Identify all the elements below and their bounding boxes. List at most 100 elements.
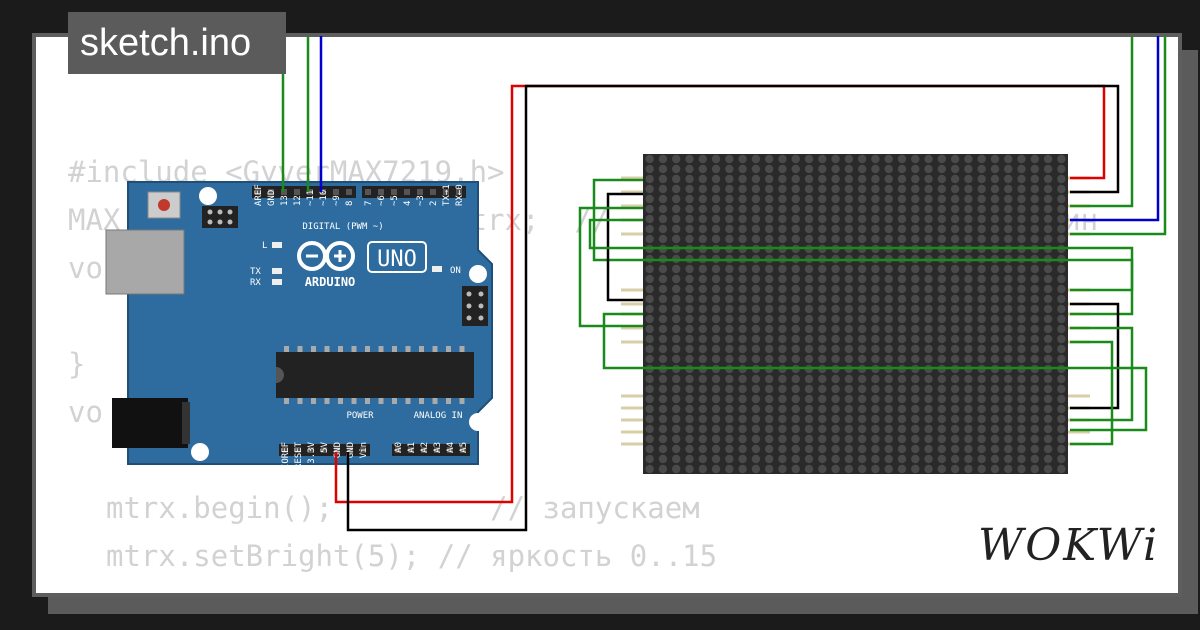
- matrix-led: [804, 314, 814, 324]
- matrix-led: [725, 294, 734, 304]
- matrix-pin[interactable]: [621, 442, 643, 446]
- matrix-led: [804, 294, 814, 304]
- reset-button[interactable]: [147, 191, 181, 219]
- matrix-pin[interactable]: [621, 176, 643, 180]
- matrix-led: [698, 284, 707, 294]
- header-pin[interactable]: [378, 189, 384, 195]
- matrix-pin[interactable]: [621, 190, 643, 194]
- matrix-led: [751, 264, 761, 274]
- matrix-led: [645, 174, 654, 184]
- matrix-led: [778, 354, 787, 364]
- matrix-led: [857, 424, 867, 434]
- chip-leg: [284, 398, 289, 404]
- header-pin[interactable]: [391, 189, 397, 195]
- matrix-led: [764, 304, 774, 314]
- matrix-led: [738, 424, 747, 434]
- matrix-led: [685, 164, 694, 174]
- matrix-led: [658, 224, 668, 234]
- matrix-led: [950, 344, 960, 354]
- matrix-pin[interactable]: [621, 406, 643, 410]
- header-pin[interactable]: [321, 447, 327, 453]
- matrix-led: [658, 444, 668, 454]
- header-pin[interactable]: [395, 447, 401, 453]
- header-pin[interactable]: [408, 447, 414, 453]
- matrix-led: [844, 284, 854, 294]
- header-pin[interactable]: [294, 189, 300, 195]
- header-pin[interactable]: [417, 189, 423, 195]
- matrix-led: [964, 284, 973, 294]
- matrix-led: [831, 434, 840, 444]
- header-pin[interactable]: [255, 189, 261, 195]
- matrix-led: [1030, 374, 1039, 384]
- header-pin[interactable]: [307, 189, 313, 195]
- matrix-led: [937, 414, 947, 424]
- matrix-led: [937, 204, 947, 214]
- matrix-led: [672, 384, 681, 394]
- matrix-led: [950, 414, 960, 424]
- matrix-pin[interactable]: [621, 340, 643, 344]
- matrix-led: [738, 174, 747, 184]
- matrix-led: [950, 384, 960, 394]
- matrix-led: [804, 174, 814, 184]
- matrix-led: [897, 154, 907, 164]
- led-l: [272, 242, 282, 248]
- matrix-led: [844, 374, 854, 384]
- header-pin[interactable]: [268, 189, 274, 195]
- matrix-led: [831, 294, 840, 304]
- header-pin[interactable]: [447, 447, 453, 453]
- matrix-led: [725, 204, 734, 214]
- header-pin[interactable]: [404, 189, 410, 195]
- header-pin[interactable]: [333, 189, 339, 195]
- matrix-pin[interactable]: [621, 430, 643, 434]
- led-matrix-display[interactable]: [621, 154, 1090, 474]
- header-pin[interactable]: [460, 447, 466, 453]
- matrix-pin[interactable]: [621, 288, 643, 292]
- matrix-led: [857, 334, 867, 344]
- matrix-led: [937, 434, 947, 444]
- matrix-led: [831, 404, 840, 414]
- matrix-led: [658, 424, 668, 434]
- chip-leg: [297, 398, 303, 404]
- header-pin[interactable]: [360, 447, 366, 453]
- pin-label: 8: [345, 201, 355, 206]
- pin-label: A1: [407, 442, 417, 453]
- header-pin[interactable]: [334, 447, 340, 453]
- matrix-pin[interactable]: [621, 302, 643, 306]
- header-pin[interactable]: [456, 189, 462, 195]
- header-pin[interactable]: [430, 189, 436, 195]
- matrix-led: [645, 344, 654, 354]
- header-pin[interactable]: [434, 447, 440, 453]
- matrix-led: [990, 444, 1000, 454]
- matrix-led: [857, 344, 867, 354]
- window-title: sketch.ino: [68, 12, 286, 74]
- matrix-pin[interactable]: [621, 394, 643, 398]
- matrix-led: [1017, 424, 1026, 434]
- matrix-led: [778, 284, 787, 294]
- matrix-led: [725, 394, 734, 404]
- matrix-led: [711, 404, 721, 414]
- header-pin[interactable]: [346, 189, 352, 195]
- header-pin[interactable]: [295, 447, 301, 453]
- header-pin[interactable]: [365, 189, 371, 195]
- matrix-pin[interactable]: [1068, 430, 1090, 434]
- chip-leg: [392, 398, 397, 404]
- matrix-pin[interactable]: [621, 326, 643, 330]
- matrix-led: [1017, 344, 1026, 354]
- header-pin[interactable]: [320, 189, 326, 195]
- header-pin[interactable]: [347, 447, 353, 453]
- matrix-pin[interactable]: [621, 232, 643, 236]
- matrix-led: [738, 324, 747, 334]
- matrix-led: [751, 334, 761, 344]
- header-pin[interactable]: [421, 447, 427, 453]
- matrix-pin[interactable]: [621, 418, 643, 422]
- chip-leg: [311, 346, 316, 352]
- matrix-led: [924, 454, 933, 464]
- header-pin[interactable]: [282, 447, 288, 453]
- matrix-pin[interactable]: [1068, 394, 1090, 398]
- matrix-pin[interactable]: [621, 204, 643, 208]
- header-pin[interactable]: [443, 189, 449, 195]
- header-pin[interactable]: [308, 447, 314, 453]
